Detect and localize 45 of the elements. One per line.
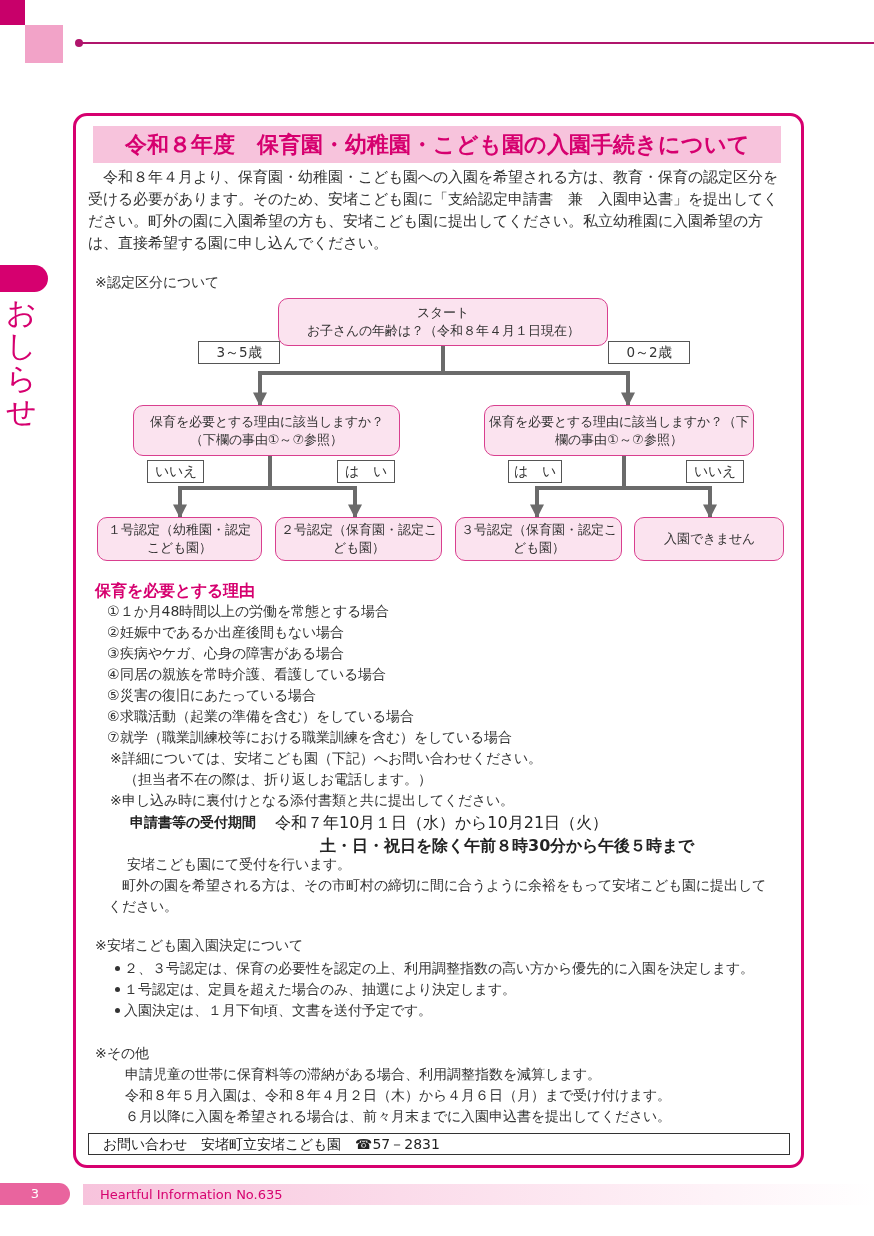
reason-item: ②妊娠中であるか出産後間もない場合: [107, 623, 344, 642]
note-text: （担当者不在の際は、折り返しお電話します。）: [124, 770, 432, 789]
page-number: 3: [0, 1183, 70, 1205]
contact-box: お問い合わせ 安堵町立安堵こども園 ☎57－2831: [88, 1133, 790, 1155]
note-heading: ※安堵こども園入園決定について: [95, 936, 303, 955]
body-text: 申請児童の世帯に保育料等の滞納がある場合、利用調整指数を減算します。: [125, 1065, 601, 1084]
period-label: 申請書等の受付期間: [130, 813, 256, 832]
process-box: 入園できません: [634, 517, 784, 561]
note-text: ※詳細については、安堵こども園（下記）へお問い合わせください。: [110, 749, 542, 768]
reason-item: ⑥求職活動（起業の準備を含む）をしている場合: [107, 707, 414, 726]
bullet-text: ２、３号認定は、保育の必要性を認定の上、利用調整指数の高い方から優先的に入園を決定します。: [124, 959, 754, 978]
edge-label: いいえ: [686, 460, 744, 483]
process-box: スタート お子さんの年齢は？（令和８年４月１日現在）: [278, 298, 608, 346]
process-box: １号認定（幼稚園・認定こども園）: [97, 517, 262, 561]
body-text: 令和８年５月入園は、令和８年４月２日（木）から４月６日（月）まで受け付けます。: [125, 1086, 671, 1105]
arrow: [622, 456, 717, 519]
note-heading: ※その他: [95, 1044, 149, 1063]
arrow: [441, 346, 635, 407]
reason-item: ①１か月48時間以上の労働を常態とする場合: [107, 602, 390, 621]
bullet-text: 入園決定は、１月下旬頃、文書を送付予定です。: [124, 1001, 432, 1020]
reason-item: ④同居の親族を常時介護、看護している場合: [107, 665, 386, 684]
body-text: 安堵こども園にて受付を行います。: [127, 855, 351, 874]
edge-label: 3～5歳: [198, 341, 280, 364]
note-text: ※申し込み時に裏付けとなる添付書類と共に提出してください。: [110, 791, 514, 810]
section-heading: 保育を必要とする理由: [95, 580, 255, 602]
bullet-text: １号認定は、定員を超えた場合のみ、抽選により決定します。: [124, 980, 516, 999]
edge-label: は い: [508, 460, 562, 483]
body-text: ６月以降に入園を希望される場合は、前々月末までに入園申込書を提出してください。: [125, 1107, 671, 1126]
edge-label: は い: [337, 460, 395, 483]
process-box: ３号認定（保育園・認定こども園）: [455, 517, 622, 561]
note-text: ※認定区分について: [95, 273, 219, 292]
period-dates: 令和７年10月１日（水）から10月21日（火）: [275, 812, 609, 834]
process-box: 保育を必要とする理由に該当しますか？（下欄の事由①～⑦参照）: [484, 405, 754, 456]
edge-label: 0～2歳: [608, 341, 690, 364]
edge-label: いいえ: [147, 460, 204, 483]
side-tab-label: おしらせ: [6, 296, 36, 428]
reason-item: ⑤災害の復旧にあたっている場合: [107, 686, 316, 705]
body-paragraph: 町外の園を希望される方は、その市町村の締切に間に合うように余裕をもって安堵こども園に提出してください。: [107, 876, 767, 916]
process-box: 保育を必要とする理由に該当しますか？（下欄の事由①～⑦参照）: [133, 405, 400, 456]
reason-item: ③疾病やケガ、心身の障害がある場合: [107, 644, 344, 663]
title-banner: 令和８年度 保育園・幼稚園・こども園の入園手続きについて: [93, 126, 781, 163]
process-box: ２号認定（保育園・認定こども園）: [275, 517, 442, 561]
reason-item: ⑦就学（職業訓練校等における職業訓練を含む）をしている場合: [107, 728, 512, 747]
period-hours: 土・日・祝日を除く午前８時30分から午後５時まで: [320, 835, 695, 857]
intro-paragraph: 令和８年４月より、保育園・幼稚園・こども園への入園を希望される方は、教育・保育の認定区分を受ける必要があります。そのため、安堵こども園に「支給認定申請書 兼 入園申込書」を提出してください。町外の園に入園希望の方も、安堵こども園に提出してください。私立幼稚園に入園希望の方は、直接希望する園に申し込んでください。: [88, 167, 779, 254]
